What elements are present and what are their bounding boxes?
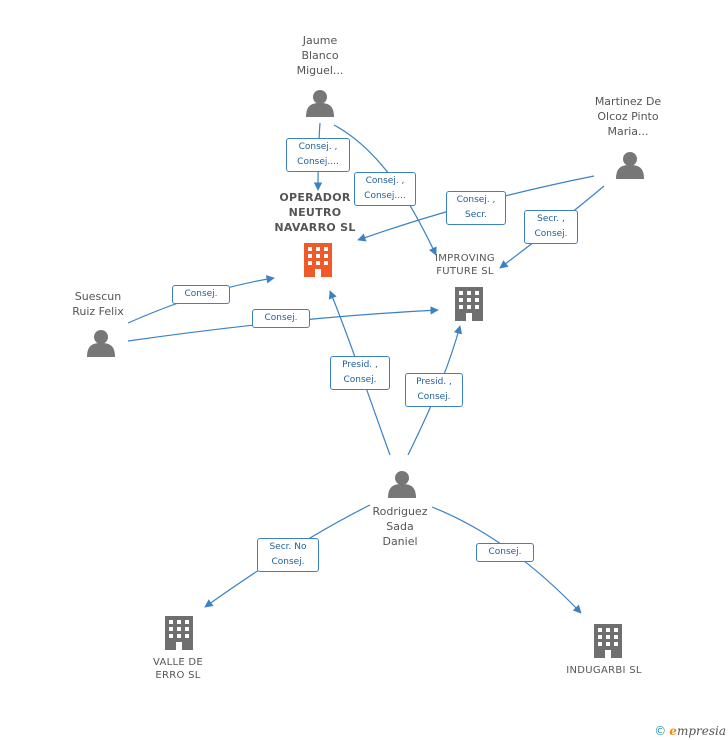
edge-label-martinez-improving: Secr. , Consej. xyxy=(524,210,578,244)
building-icon-indugarbi[interactable] xyxy=(594,624,622,658)
edge-label-jaume-operador: Consej. , Consej.... xyxy=(286,138,350,172)
person-icon-suescun[interactable] xyxy=(87,330,115,357)
edge-label-suescun-operador: Consej. xyxy=(172,285,230,304)
node-label-rodriguez[interactable]: Rodriguez Sada Daniel xyxy=(372,505,428,548)
node-label-improving[interactable]: IMPROVING FUTURE SL xyxy=(435,253,495,277)
edge-label-rodriguez-improving: Presid. , Consej. xyxy=(405,373,463,407)
copyright-icon: © xyxy=(654,724,667,738)
edge-label-martinez-operador: Consej. , Secr. xyxy=(446,191,506,225)
edge-label-suescun-improving: Consej. xyxy=(252,309,310,328)
building-icon-operador[interactable] xyxy=(304,243,332,277)
node-label-indugarbi[interactable]: INDUGARBI SL xyxy=(566,665,642,676)
node-label-valle[interactable]: VALLE DE ERRO SL xyxy=(152,657,204,681)
node-label-martinez[interactable]: Martinez De Olcoz Pinto Maria... xyxy=(594,95,662,138)
edge-label-jaume-improving: Consej. , Consej.... xyxy=(354,172,416,206)
footer-brand[interactable]: © empresia xyxy=(654,724,726,738)
edge-label-rodriguez-valle: Secr. No Consej. xyxy=(257,538,319,572)
person-icon-jaume[interactable] xyxy=(306,90,334,117)
edge-label-rodriguez-operador: Presid. , Consej. xyxy=(330,356,390,390)
empresia-logo[interactable]: empresia xyxy=(669,724,726,738)
node-label-suescun[interactable]: Suescun Ruiz Felix xyxy=(72,290,124,318)
node-label-jaume[interactable]: Jaume Blanco Miguel... xyxy=(296,34,344,77)
node-label-operador[interactable]: OPERADOR NEUTRO NAVARRO SL xyxy=(274,191,356,234)
person-icon-rodriguez[interactable] xyxy=(388,471,416,498)
edge-label-rodriguez-indugarbi: Consej. xyxy=(476,543,534,562)
person-icon-martinez[interactable] xyxy=(616,152,644,179)
building-icon-valle[interactable] xyxy=(165,616,193,650)
building-icon-improving[interactable] xyxy=(455,287,483,321)
